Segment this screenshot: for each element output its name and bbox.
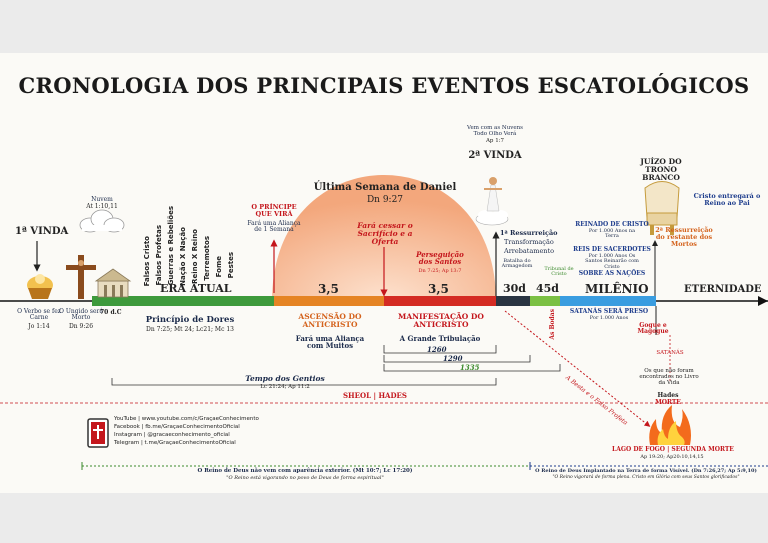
juizo-title: JUÍZO DO TRONO BRANCO [640, 157, 682, 182]
first-coming-label: 1ª VINDA [15, 226, 69, 237]
perseguicao-ref: Dn 7:25; Ap 13:7 [418, 268, 462, 274]
nacoes-title: SOBRE AS NAÇÕES [578, 270, 646, 277]
social-youtube[interactable]: YouTube | www.youtube.com/c/GraçaeConhec… [114, 416, 259, 422]
vem-nuvens-ref: Ap 1:7 [485, 138, 505, 144]
days-1335: 1335 [460, 363, 480, 372]
gentios-title: Tempo dos Gentios [245, 374, 325, 383]
bar-ascensao [274, 296, 384, 306]
daniel-ref: Dn 9:27 [366, 195, 404, 205]
manifestacao-title: MANIFESTAÇÃO DO ANTICRISTO [398, 312, 484, 329]
principe-title: O PRÍNCIPE QUE VIRÁ [251, 203, 297, 218]
sign-guerras: Guerras e Rebeliões [167, 206, 175, 286]
nao-foram-text: Os que não foram encontrados no Livro da… [639, 368, 699, 386]
bar-45d [530, 296, 560, 306]
reinado-title: REINADO DE CRISTO [575, 221, 649, 228]
eternidade-label: ETERNIDADE [684, 284, 762, 295]
footer-right: O Reino de Deus Implantado na Terra de f… [535, 468, 757, 474]
social-telegram[interactable]: Telegram | t.me/GraçaeConhecimentoOficia… [114, 440, 236, 446]
morte-label: MORTE [655, 399, 681, 406]
daniel-week-dome [272, 175, 496, 301]
cloud-icon [79, 209, 125, 233]
timeline-arrowhead [758, 296, 768, 306]
manifestacao-desc: A Grande Tribulação [399, 334, 481, 343]
temple-icon [94, 268, 132, 298]
ungido-ref: Dn 9:26 [68, 323, 94, 330]
verbo-text: O Verbo se fez Carne [17, 308, 61, 322]
bar-manifestacao [384, 296, 496, 306]
footer-left: O Reino de Deus não vem com aparência ex… [197, 468, 413, 474]
reis-sub: Por 1.000 Anos Os Santos Reinarão com Cr… [585, 253, 639, 270]
besta-arrow [504, 310, 651, 427]
chronology-board: CRONOLOGIA DOS PRINCIPAIS EVENTOS ESCATO… [0, 53, 768, 493]
segment-3-5-second: 3,5 [428, 282, 449, 296]
sign-pestes: Pestes [227, 252, 235, 279]
dores-ref: Dn 7:25; Mt 24; Lc21; Mc 13 [146, 326, 234, 333]
hades-label: Hades [657, 392, 679, 399]
sign-nacao: Nação X Nação [179, 227, 187, 286]
timeline-graphics [0, 175, 768, 470]
batalha-armagedom: Batalha do Armagedom [501, 258, 533, 270]
segment-3-5-first: 3,5 [318, 282, 339, 296]
days-1260: 1260 [427, 345, 447, 354]
gentios-ref: Lc 21:24; Ap 11:2 [260, 384, 310, 390]
verbo-ref: Jo 1:14 [28, 323, 50, 330]
reinado-sub: Por 1.000 Anos na Terra [588, 228, 636, 240]
cessar-text: Fará cessar o Sacrifício e a Oferta [357, 221, 413, 246]
footer-left-sub: "O Reino está vigorando no povo de Deus … [226, 475, 384, 481]
footer-right-sub: "O Reino vigorará de forma plena. Cristo… [552, 475, 740, 480]
dores-title: Princípio de Dores [145, 315, 235, 325]
social-facebook[interactable]: Facebook | fb.me/GraçaeConhecimentoOfici… [114, 424, 240, 430]
sign-falsos-profetas: Falsos Profetas [155, 225, 163, 286]
perseguicao-text: Perseguição dos Santos [416, 250, 464, 267]
fire-icon [649, 405, 691, 445]
second-coming-label: 2ª VINDA [468, 150, 522, 161]
satanas-preso: SATANÁS SERÁ PRESO [569, 308, 649, 315]
nuvem-text: Nuvem [91, 196, 113, 203]
social-instagram[interactable]: Instagram | @gracaeconhecimento_oficial [114, 432, 230, 438]
satanas-preso-sub: Por 1.000 Anos [589, 315, 629, 321]
gogue-magogue: Gogue e Magogue [637, 322, 669, 336]
day-brackets [383, 345, 561, 372]
bar-era-atual [92, 296, 274, 306]
year-70: 70 d.C [100, 309, 122, 316]
era-atual-label: ERA ATUAL [160, 282, 232, 295]
sign-falsos-cristo: Falsos Cristo [143, 236, 151, 287]
tribunal-cristo: Tribunal de Cristo [544, 266, 574, 278]
reis-title: REIS DE SACERDOTES [573, 246, 651, 253]
bible-icon [87, 418, 109, 448]
days-1290: 1290 [443, 354, 463, 363]
sign-terremotos: Terremotos [203, 236, 211, 281]
bar-30d [496, 296, 530, 306]
gentios-bracket [111, 378, 497, 386]
jesus-cloud-icon [475, 177, 509, 226]
cristo-entregara: Cristo entregará o Reino ao Pai [693, 192, 761, 207]
vem-nuvens-text: Vem com as Nuvens Todo Olho Verá [467, 125, 523, 137]
cross-icon [66, 255, 96, 299]
satanas-label: SATANÁS [656, 350, 684, 356]
sign-reino: Reino X Reino [191, 229, 199, 284]
sign-fome: Fome [215, 256, 223, 278]
ressurreicao-1: 1ª Ressurreição [500, 229, 558, 237]
segment-45d: 45d [536, 282, 559, 295]
transformacao: Transformação [504, 238, 554, 246]
manger-icon [27, 274, 53, 299]
page-title: CRONOLOGIA DOS PRINCIPAIS EVENTOS ESCATO… [18, 73, 750, 98]
nuvem-ref: At 1:10,11 [86, 203, 118, 210]
milenio-label: MILÊNIO [585, 282, 649, 296]
bodas-label: As Bodas [549, 309, 556, 340]
lago-ref: Ap 19:20; Ap20:10,14,15 [640, 454, 704, 460]
throne-icon [644, 181, 680, 235]
segment-30d: 30d [503, 282, 526, 295]
ascensao-desc: Fará uma Aliança com Muitos [295, 334, 365, 351]
sheol-label: SHEOL | HADES [340, 392, 410, 399]
daniel-title: Última Semana de Daniel [313, 182, 457, 193]
principe-desc: Fará uma Aliança de 1 Semana [247, 220, 301, 234]
arrebatamento: Arrebatamento [504, 247, 555, 255]
ungido-text: O Ungido será Morto [59, 308, 103, 322]
segunda-ressurreicao: 2ª Ressurreição do restante dos Mortos [655, 226, 713, 248]
ascensao-title: ASCENSÃO DO ANTICRISTO [298, 312, 362, 329]
lago-de-fogo: LAGO DE FOGO | SEGUNDA MORTE [612, 446, 734, 453]
bar-milenio [560, 296, 656, 306]
